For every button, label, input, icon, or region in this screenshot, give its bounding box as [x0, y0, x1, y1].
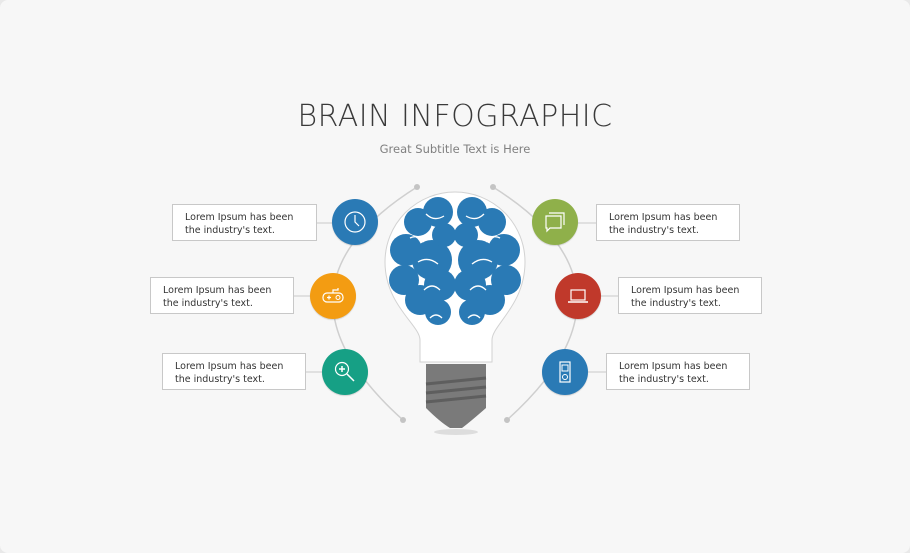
gamepad-icon	[322, 288, 344, 303]
clock-button[interactable]	[332, 199, 378, 245]
laptop-icon	[568, 289, 588, 303]
box-text: the industry's text.	[609, 225, 699, 236]
bulb-threads	[425, 376, 487, 404]
magnifier-icon	[334, 361, 355, 382]
magnifier-button[interactable]	[322, 349, 368, 395]
chat-button[interactable]	[532, 199, 578, 245]
arc-dot	[490, 184, 496, 190]
box-text: Lorem Ipsum has been	[631, 285, 740, 296]
arc-dot	[414, 184, 420, 190]
media-player-icon	[559, 361, 571, 383]
box-text: the industry's text.	[619, 374, 709, 385]
box-text: Lorem Ipsum has been	[163, 285, 272, 296]
text-box-left-3: Lorem Ipsum has been the industry's text.	[162, 353, 306, 390]
clock-icon	[344, 211, 366, 233]
text-box-left-1: Lorem Ipsum has been the industry's text.	[172, 204, 317, 241]
box-text: Lorem Ipsum has been	[609, 212, 718, 223]
arc-dot	[504, 417, 510, 423]
box-text: Lorem Ipsum has been	[185, 212, 294, 223]
arc-dot	[400, 417, 406, 423]
box-text: the industry's text.	[185, 225, 275, 236]
box-text: Lorem Ipsum has been	[175, 361, 284, 372]
text-box-right-2: Lorem Ipsum has been the industry's text.	[618, 277, 762, 314]
laptop-button[interactable]	[555, 273, 601, 319]
text-box-left-2: Lorem Ipsum has been the industry's text.	[150, 277, 294, 314]
bulb-shadow	[434, 429, 478, 435]
gamepad-button[interactable]	[310, 273, 356, 319]
page-subtitle: Great Subtitle Text is Here	[379, 142, 531, 156]
box-text: Lorem Ipsum has been	[619, 361, 728, 372]
box-text: the industry's text.	[163, 298, 253, 309]
media-player-button[interactable]	[542, 349, 588, 395]
connectors	[293, 222, 618, 373]
chat-icon	[545, 212, 565, 233]
text-box-right-3: Lorem Ipsum has been the industry's text.	[606, 353, 750, 390]
text-box-right-1: Lorem Ipsum has been the industry's text.	[596, 204, 740, 241]
page-title: BRAIN INFOGRAPHIC	[297, 99, 613, 134]
brain-folds	[409, 213, 501, 319]
box-text: the industry's text.	[175, 374, 265, 385]
box-text: the industry's text.	[631, 298, 721, 309]
